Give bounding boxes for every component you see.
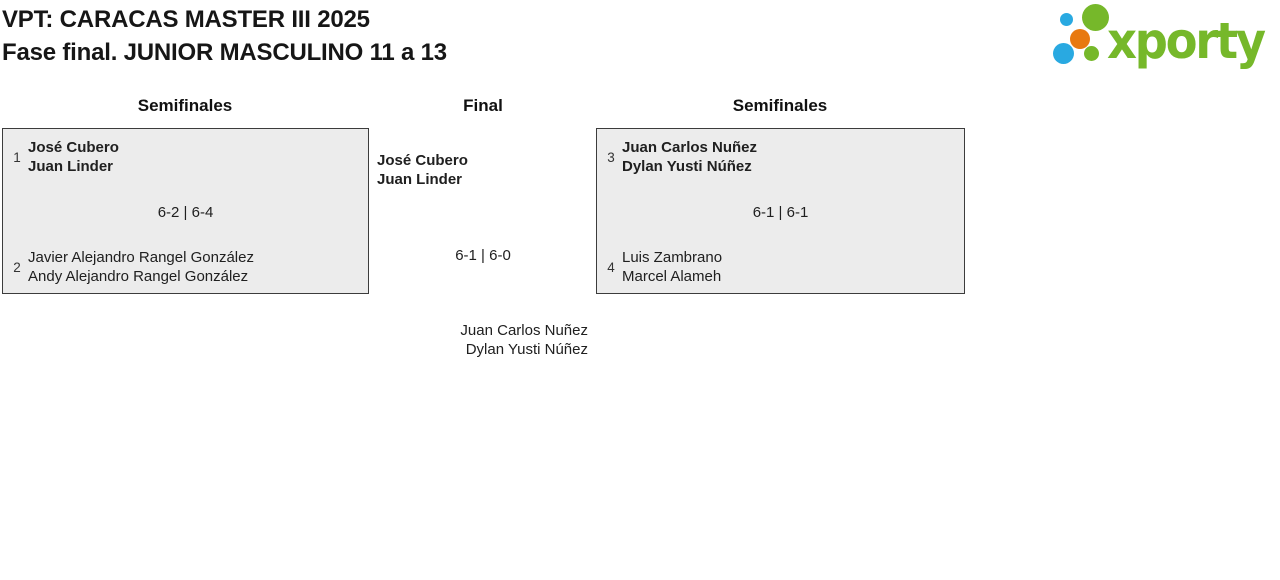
logo-dot-icon	[1084, 46, 1099, 61]
round-header-final: Final	[463, 96, 503, 115]
player-name: Juan Carlos Nuñez	[460, 322, 588, 339]
round-header-semifinal-left: Semifinales	[137, 96, 233, 115]
player-name: Javier Alejandro Rangel González	[28, 249, 254, 266]
xporty-logo-text: xporty	[1107, 12, 1266, 70]
seed-number: 4	[607, 259, 615, 275]
seed-number: 2	[13, 259, 21, 275]
seed-number: 1	[13, 149, 21, 165]
player-name: Juan Linder	[377, 171, 463, 188]
team-players: Javier Alejandro Rangel González Andy Al…	[28, 248, 254, 286]
team-row: 1 José Cubero Juan Linder	[11, 138, 360, 176]
team-players: Juan Carlos Nuñez Dylan Yusti Núñez	[622, 138, 757, 176]
team-players: Luis Zambrano Marcel Alameh	[622, 248, 722, 286]
match-card-semifinal-2: 3 Juan Carlos Nuñez Dylan Yusti Núñez 6-…	[596, 128, 965, 294]
xporty-logo[interactable]: xporty	[1045, 0, 1280, 75]
logo-dot-icon	[1053, 43, 1074, 64]
player-name: Dylan Yusti Núñez	[622, 158, 752, 175]
player-name: Luis Zambrano	[622, 249, 723, 266]
logo-dot-icon	[1070, 29, 1090, 49]
seed-number: 3	[607, 149, 615, 165]
player-name: José Cubero	[377, 152, 468, 169]
player-name: Juan Linder	[28, 158, 114, 175]
page-title: VPT: CARACAS MASTER III 2025 Fase final.…	[2, 3, 447, 69]
player-name: Dylan Yusti Núñez	[465, 341, 588, 358]
final-team-runnerup: Juan Carlos Nuñez Dylan Yusti Núñez	[368, 321, 588, 359]
player-name: José Cubero	[28, 139, 119, 156]
team-row: 2 Javier Alejandro Rangel González Andy …	[11, 248, 360, 286]
team-players: José Cubero Juan Linder	[28, 138, 119, 176]
final-team-winner: José Cubero Juan Linder	[377, 151, 468, 189]
player-name: Marcel Alameh	[622, 268, 722, 285]
match-card-semifinal-1: 1 José Cubero Juan Linder 6-2 | 6-4 2 Ja…	[2, 128, 369, 294]
team-row: 3 Juan Carlos Nuñez Dylan Yusti Núñez	[605, 138, 956, 176]
match-score: 6-1 | 6-1	[752, 204, 809, 221]
player-name: Andy Alejandro Rangel González	[28, 268, 249, 285]
match-score: 6-2 | 6-4	[157, 204, 214, 221]
final-match-score: 6-1 | 6-0	[455, 247, 511, 264]
tournament-title: VPT: CARACAS MASTER III 2025	[2, 6, 370, 33]
round-header-semifinal-right: Semifinales	[732, 96, 828, 115]
phase-subtitle: Fase final. JUNIOR MASCULINO 11 a 13	[2, 39, 447, 66]
player-name: Juan Carlos Nuñez	[622, 139, 758, 156]
logo-dot-icon	[1060, 13, 1073, 26]
logo-dot-icon	[1082, 4, 1109, 31]
team-row: 4 Luis Zambrano Marcel Alameh	[605, 248, 956, 286]
